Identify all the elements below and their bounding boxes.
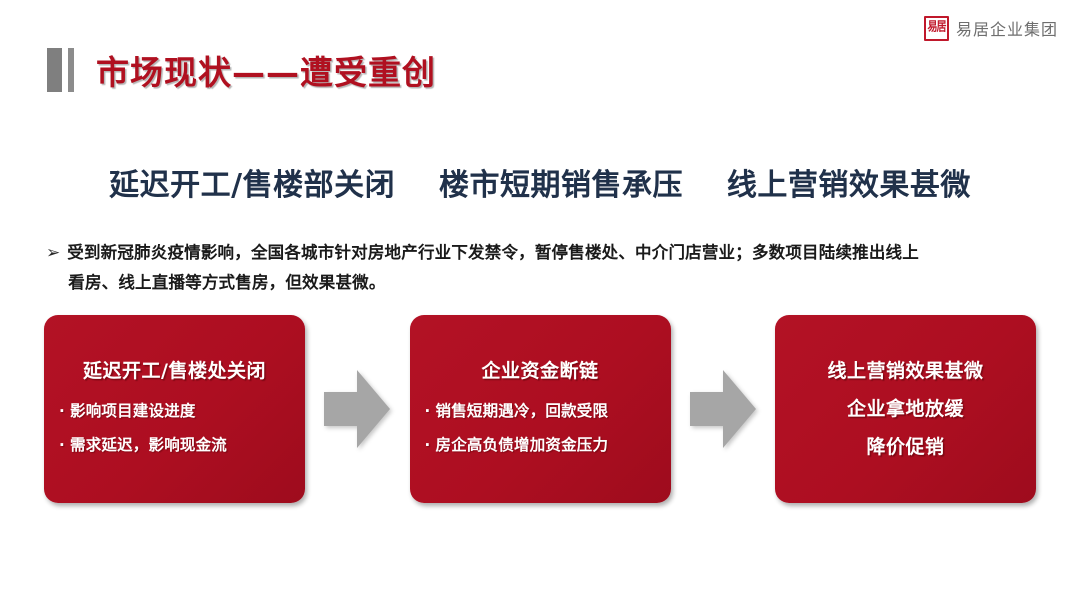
- bullet-dot-icon: ·: [424, 435, 431, 454]
- headline-part-1: 延迟开工/售楼部关闭: [109, 168, 396, 203]
- flow-arrow-1: [305, 314, 410, 504]
- page-title: 市场现状——遭受重创: [96, 53, 436, 92]
- company-seal-text: 易居: [927, 20, 946, 35]
- flow-card-2-bullet-1: · 销售短期遇冷，回款受限: [420, 394, 661, 428]
- flow-card-1-bullets: · 影响项目建设进度 · 需求延迟，影响现金流: [54, 394, 295, 462]
- flow-card-1: 延迟开工/售楼处关闭 · 影响项目建设进度 · 需求延迟，影响现金流: [44, 315, 305, 503]
- title-accent-bar-narrow: [68, 48, 74, 92]
- headline-part-2: 楼市短期销售承压: [438, 168, 683, 203]
- brand-logo: 易居 易居企业集团: [923, 14, 1058, 42]
- right-arrow-icon: [689, 370, 756, 448]
- headline-part-3: 线上营销效果甚微: [726, 168, 971, 203]
- flow-card-2-bullet-2: · 房企高负债增加资金压力: [420, 428, 661, 462]
- flow-card-1-bullet-2: · 需求延迟，影响现金流: [54, 428, 295, 462]
- flow-card-3-lines: 线上营销效果甚微 企业拿地放缓 降价促销: [785, 352, 1026, 466]
- flow-card-3: 线上营销效果甚微 企业拿地放缓 降价促销: [775, 315, 1036, 503]
- body-paragraph: ➢ 受到新冠肺炎疫情影响，全国各城市针对房地产行业下发禁令，暂停售楼处、中介门店…: [46, 238, 1046, 298]
- flow-card-1-title: 延迟开工/售楼处关闭: [83, 359, 266, 382]
- flow-card-3-line-2: 企业拿地放缓: [846, 398, 964, 420]
- bullet-dot-icon: ·: [424, 401, 431, 420]
- body-paragraph-line-2: 看房、线上直播等方式售房，但效果甚微。: [68, 273, 386, 292]
- flow-arrow-2: [671, 314, 776, 504]
- company-name: 易居企业集团: [955, 20, 1058, 39]
- body-paragraph-line-1: 受到新冠肺炎疫情影响，全国各城市针对房地产行业下发禁令，暂停售楼处、中介门店营业…: [67, 243, 919, 262]
- right-arrow-icon: [324, 370, 391, 448]
- bullet-dot-icon: ·: [59, 435, 65, 454]
- company-seal-icon: 易居: [923, 15, 949, 41]
- flow-card-2-bullet-1-text: 销售短期遇冷，回款受限: [435, 401, 609, 420]
- flow-card-2-bullets: · 销售短期遇冷，回款受限 · 房企高负债增加资金压力: [420, 394, 661, 462]
- body-paragraph-text: 受到新冠肺炎疫情影响，全国各城市针对房地产行业下发禁令，暂停售楼处、中介门店营业…: [67, 238, 919, 298]
- title-accent-bar-wide: [47, 48, 62, 92]
- flow-card-2-title: 企业资金断链: [481, 359, 599, 382]
- headline: 延迟开工/售楼部关闭 楼市短期销售承压 线上营销效果甚微: [0, 160, 1080, 204]
- arrow-bullet-icon: ➢: [46, 243, 61, 262]
- flow-card-1-bullet-2-text: 需求延迟，影响现金流: [70, 435, 228, 454]
- flow-card-2: 企业资金断链 · 销售短期遇冷，回款受限 · 房企高负债增加资金压力: [409, 315, 671, 503]
- flow-card-1-bullet-1-text: 影响项目建设进度: [70, 401, 196, 420]
- flow-card-3-line-1: 线上营销效果甚微: [827, 360, 984, 382]
- flow-card-3-line-3: 降价促销: [866, 436, 945, 458]
- bullet-dot-icon: ·: [59, 401, 65, 420]
- flow-card-1-bullet-1: · 影响项目建设进度: [54, 394, 295, 428]
- flow-diagram: 延迟开工/售楼处关闭 · 影响项目建设进度 · 需求延迟，影响现金流 企业资金断…: [44, 314, 1036, 504]
- slide-title-row: 市场现状——遭受重创: [47, 46, 436, 94]
- flow-card-2-bullet-2-text: 房企高负债增加资金压力: [435, 435, 609, 454]
